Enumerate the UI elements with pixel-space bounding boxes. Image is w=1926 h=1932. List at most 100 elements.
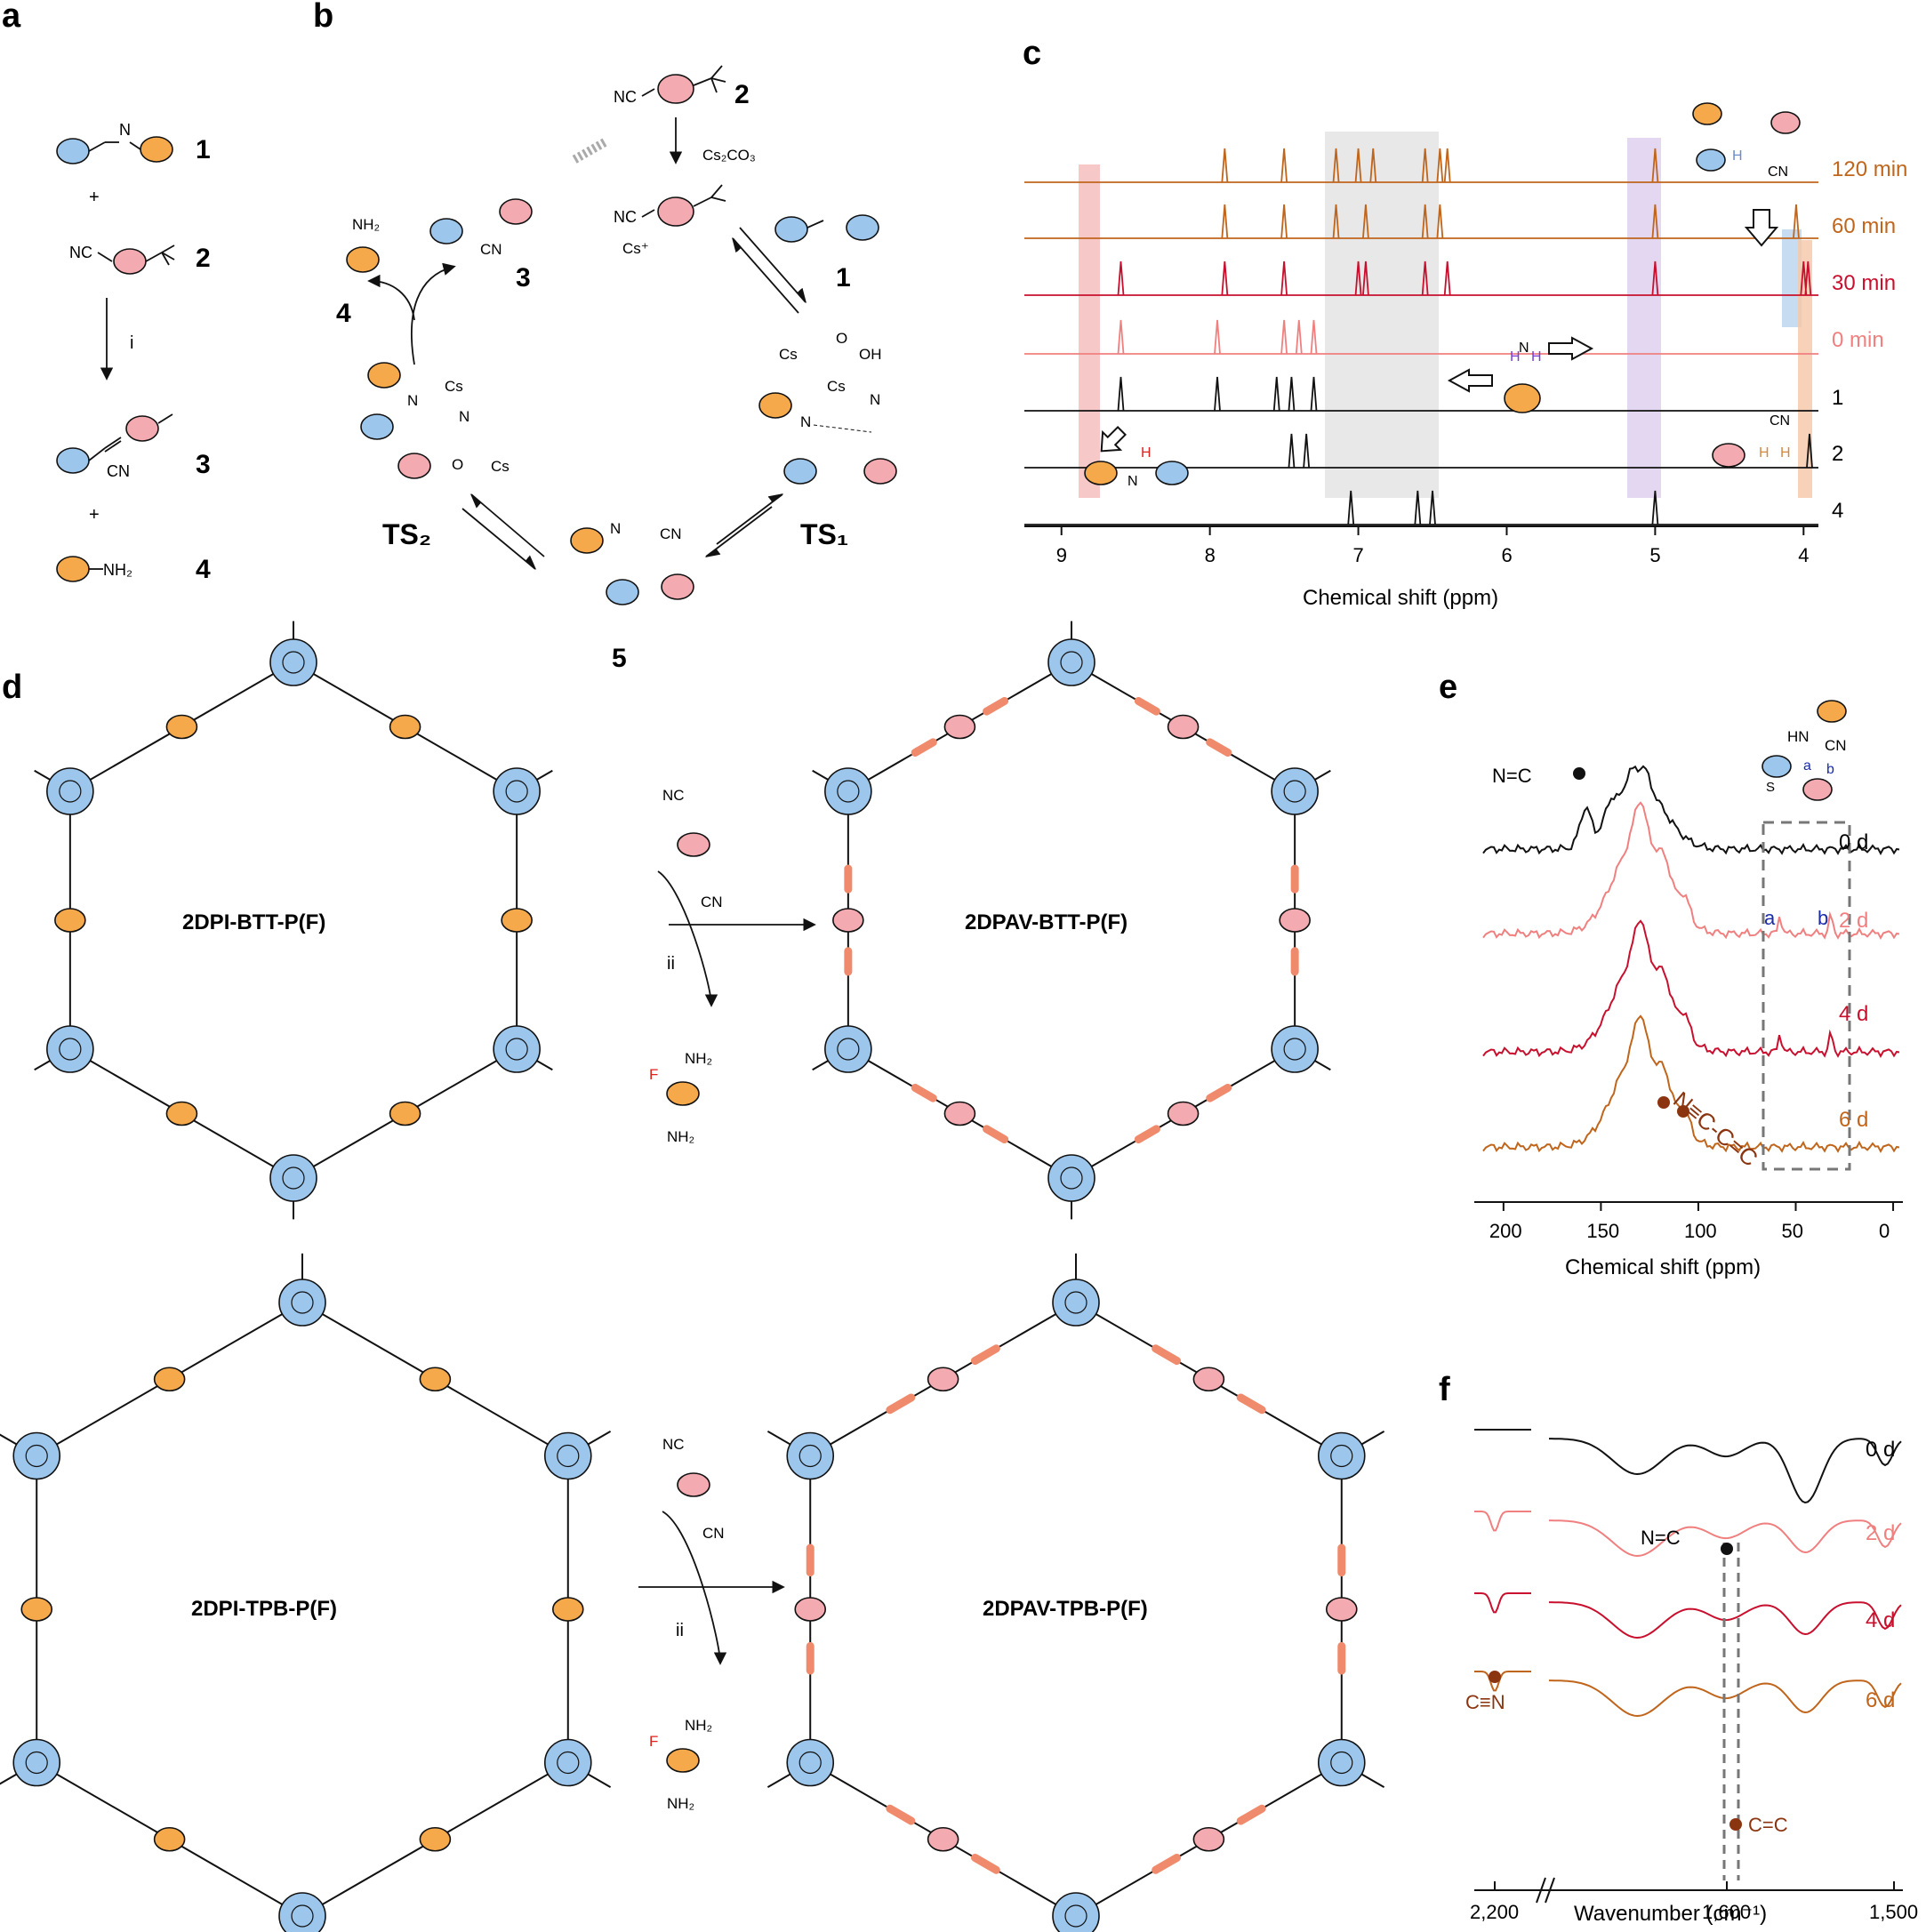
ts1-label: TS₁	[800, 518, 848, 550]
benzene-ring-icon	[1696, 148, 1726, 172]
e-traces	[1482, 765, 1900, 1153]
nh2-label: NH₂	[667, 1128, 694, 1145]
ts2-label: TS₂	[382, 518, 431, 550]
framework-node-ring	[798, 1444, 822, 1468]
x-tick-label: 8	[1205, 544, 1216, 566]
c-marker-dot-1	[1657, 1096, 1670, 1109]
x-tick-label: 7	[1353, 544, 1364, 566]
framework-node-icon	[786, 1431, 835, 1480]
cs-label: Cs	[491, 458, 510, 475]
x-tick-label: 5	[1649, 544, 1660, 566]
cn-group-label: CN	[107, 462, 130, 480]
phenylene-linker-icon	[943, 714, 976, 740]
h-label: H	[1780, 445, 1791, 461]
nmr-trace	[1117, 319, 1318, 355]
c13-trace	[1482, 1014, 1900, 1153]
framework-node-icon	[269, 1154, 317, 1202]
highlight-band-ch	[1782, 229, 1802, 327]
fluorophenylene-linker-icon	[54, 908, 86, 933]
c13-trace	[1482, 919, 1900, 1058]
phenylene-linker-icon	[927, 1367, 959, 1392]
framework-node-icon	[543, 1738, 592, 1787]
a-label: a	[1803, 758, 1811, 774]
phenylene-linker-icon	[1167, 714, 1200, 740]
highlight-band-imine	[1079, 164, 1100, 498]
ir-trace-right	[1549, 1438, 1902, 1504]
phenylene-linker-icon	[1192, 1826, 1225, 1852]
framework-node-icon	[493, 1025, 541, 1073]
b-label: b	[1826, 762, 1834, 777]
fluorophenylene-linker-icon	[153, 1367, 186, 1392]
cs2co3-label: Cs₂CO₃	[702, 147, 756, 164]
aniline-ring-icon	[56, 556, 90, 582]
cc-marker-dot-f	[1729, 1818, 1742, 1831]
framework-node-ring	[1060, 1166, 1083, 1190]
thiophene-ring-icon	[1761, 755, 1792, 778]
phenylene-linker-icon	[1192, 1367, 1225, 1392]
trace-label-4d: 4 d	[1839, 1002, 1868, 1026]
aniline-ring-icon	[1692, 102, 1722, 125]
nitrogen-atom: N	[119, 121, 131, 139]
x-axis-label-e: Chemical shift (ppm)	[1565, 1255, 1761, 1279]
cn-label: CN	[702, 1525, 725, 1542]
panel-label-c: c	[1023, 35, 1041, 72]
pink-ring-icon	[1712, 443, 1745, 468]
framework-node-ring	[798, 1751, 822, 1775]
framework-node-ring	[557, 1444, 580, 1468]
2dpi-tpb-framework	[0, 1253, 612, 1932]
framework-node-ring	[59, 780, 82, 803]
framework-node-icon	[1052, 1892, 1100, 1932]
phenylene-linker-icon	[943, 1101, 976, 1126]
2dpav-btt-framework	[812, 621, 1331, 1220]
x-tick-label: 0	[1879, 1220, 1890, 1242]
highlight-band-ch2	[1798, 240, 1812, 498]
aniline-ring-icon	[140, 136, 173, 163]
framework-node-ring	[25, 1444, 48, 1468]
h-label: H	[1531, 349, 1542, 365]
aniline-ring-icon	[367, 362, 401, 389]
ir-trace-left	[1474, 1511, 1531, 1532]
x-tick-label: 9	[1056, 544, 1067, 566]
c13-trace	[1482, 801, 1900, 940]
plus-sign: +	[89, 188, 100, 207]
trace-label-4d-f: 4 d	[1866, 1608, 1895, 1632]
benzene-ring-icon	[1155, 461, 1189, 485]
compound-2-label: 2	[196, 244, 211, 273]
x-axis-label-c: Chemical shift (ppm)	[1303, 586, 1498, 610]
aniline-ring-icon	[758, 392, 792, 419]
cn-label: CN	[480, 241, 502, 258]
nmr-trace	[1117, 376, 1318, 412]
label-2dpi-btt: 2DPI-BTT-P(F)	[182, 910, 325, 934]
fluorophenylene-linker-icon	[389, 1101, 421, 1126]
fluorophenylene-linker-icon	[419, 1367, 452, 1392]
h-label: H	[1510, 349, 1521, 365]
axis-break-2	[1545, 1877, 1555, 1904]
cn-label: CN	[660, 525, 682, 542]
trace-label-0min: 0 min	[1832, 328, 1884, 352]
reagent-ii: ii	[667, 954, 675, 974]
fluorophenylene-linker-icon	[165, 714, 198, 740]
panel-a-scheme: N 1 + NC 2 i CN 3 + NH₂ 4	[56, 121, 211, 584]
nc-label: NC	[662, 1436, 685, 1453]
framework-node-ring	[505, 780, 528, 803]
nh2-label: NH₂	[685, 1050, 712, 1067]
trace-label-6d: 6 d	[1839, 1108, 1868, 1132]
nc-group-label: NC	[69, 244, 92, 261]
fluorophenylene-linker-icon	[551, 1597, 584, 1622]
vinylene-highlight	[1206, 1084, 1232, 1102]
f-label: F	[649, 1733, 658, 1750]
framework-node-icon	[1047, 638, 1095, 686]
vinylene-highlight	[1236, 1393, 1266, 1415]
nmr-trace	[1221, 148, 1659, 183]
nc-marker-dot	[1573, 767, 1585, 780]
fluorophenylene-linker-icon	[501, 908, 533, 933]
x-tick-label: 1,500	[1869, 1901, 1918, 1923]
framework-node-icon	[1052, 1279, 1100, 1327]
nc-annotation-e: N=C	[1492, 765, 1532, 787]
panel-b-cycle: NC 2 Cs₂CO₃ NC Cs⁺ 1 Cs O OH Cs N N TS	[336, 65, 897, 673]
pink-ring-icon	[661, 573, 694, 600]
framework-node-ring	[1060, 651, 1083, 674]
